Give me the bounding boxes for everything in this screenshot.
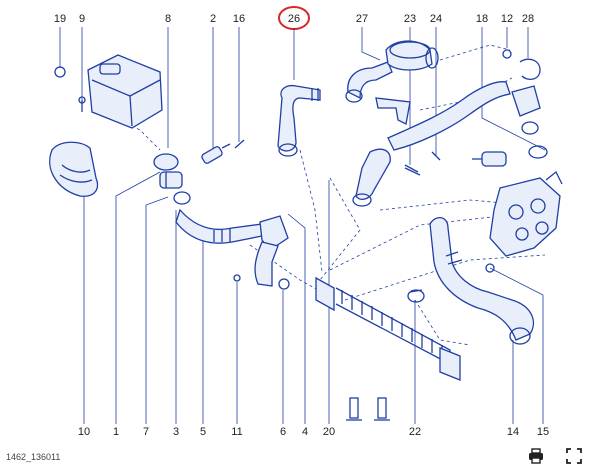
part-9-bolt[interactable] (78, 96, 86, 112)
callout-20[interactable]: 20 (323, 426, 335, 438)
print-button[interactable] (524, 444, 548, 468)
fullscreen-icon (566, 448, 582, 464)
callout-3[interactable]: 3 (173, 426, 179, 438)
callout-27[interactable]: 27 (356, 13, 368, 25)
callout-2[interactable]: 2 (210, 13, 216, 25)
part-23-valve[interactable] (385, 40, 433, 176)
part-mounting-brackets[interactable] (346, 397, 390, 421)
part-28-hose-clip[interactable] (511, 58, 548, 159)
callout-28[interactable]: 28 (522, 13, 534, 25)
part-2-sensor[interactable] (201, 143, 231, 164)
part-24-clamp[interactable] (425, 47, 441, 161)
part-11-bolt[interactable] (233, 274, 241, 282)
callout-4[interactable]: 4 (302, 426, 308, 438)
callout-5[interactable]: 5 (200, 426, 206, 438)
callout-22[interactable]: 22 (409, 426, 421, 438)
callout-9[interactable]: 9 (79, 13, 85, 25)
callout-19[interactable]: 19 (54, 13, 66, 25)
callout-1[interactable]: 1 (113, 426, 119, 438)
part-6-elbow[interactable] (254, 241, 290, 290)
part-22-hose-clip[interactable] (407, 289, 425, 303)
diagram-reference: 1462_136011 (6, 452, 61, 462)
part-7-sensor[interactable] (159, 171, 183, 189)
callout-15[interactable]: 15 (537, 426, 549, 438)
callout-11[interactable]: 11 (231, 426, 242, 438)
callout-14[interactable]: 14 (507, 426, 519, 438)
part-3-seal[interactable] (173, 191, 191, 205)
callout-23[interactable]: 23 (404, 13, 416, 25)
part-5-intake-pipe[interactable] (175, 208, 289, 251)
part-27-upper-hose[interactable] (345, 61, 411, 125)
part-15-clamp[interactable] (485, 263, 495, 273)
part-intake-manifold[interactable] (489, 170, 563, 257)
part-12-clamp[interactable] (502, 49, 512, 59)
part-10-air-hose[interactable] (49, 141, 99, 197)
part-20-intercooler[interactable] (315, 276, 461, 381)
callout-16[interactable]: 16 (233, 13, 245, 25)
callout-10[interactable]: 10 (78, 426, 90, 438)
part-14-lower-hose[interactable] (429, 217, 535, 345)
part-16-screw[interactable] (234, 139, 245, 149)
part-26-turbo-hose[interactable] (277, 84, 321, 157)
callout-18[interactable]: 18 (476, 13, 488, 25)
part-19-clamp[interactable] (54, 66, 66, 78)
callout-7[interactable]: 7 (143, 426, 149, 438)
intercooler-core-fins (341, 290, 443, 359)
callout-12[interactable]: 12 (501, 13, 513, 25)
callout-24[interactable]: 24 (430, 13, 442, 25)
callout-26[interactable]: 26 (288, 13, 300, 25)
print-icon (529, 448, 543, 464)
part-bracket-sensor[interactable] (472, 151, 507, 167)
part-8-air-filter-box[interactable] (87, 54, 163, 129)
callout-8[interactable]: 8 (165, 13, 171, 25)
fullscreen-button[interactable] (562, 444, 586, 468)
part-18-charge-pipe[interactable] (352, 81, 511, 207)
callout-6[interactable]: 6 (280, 426, 286, 438)
part-1-flow-ring[interactable] (153, 153, 179, 171)
